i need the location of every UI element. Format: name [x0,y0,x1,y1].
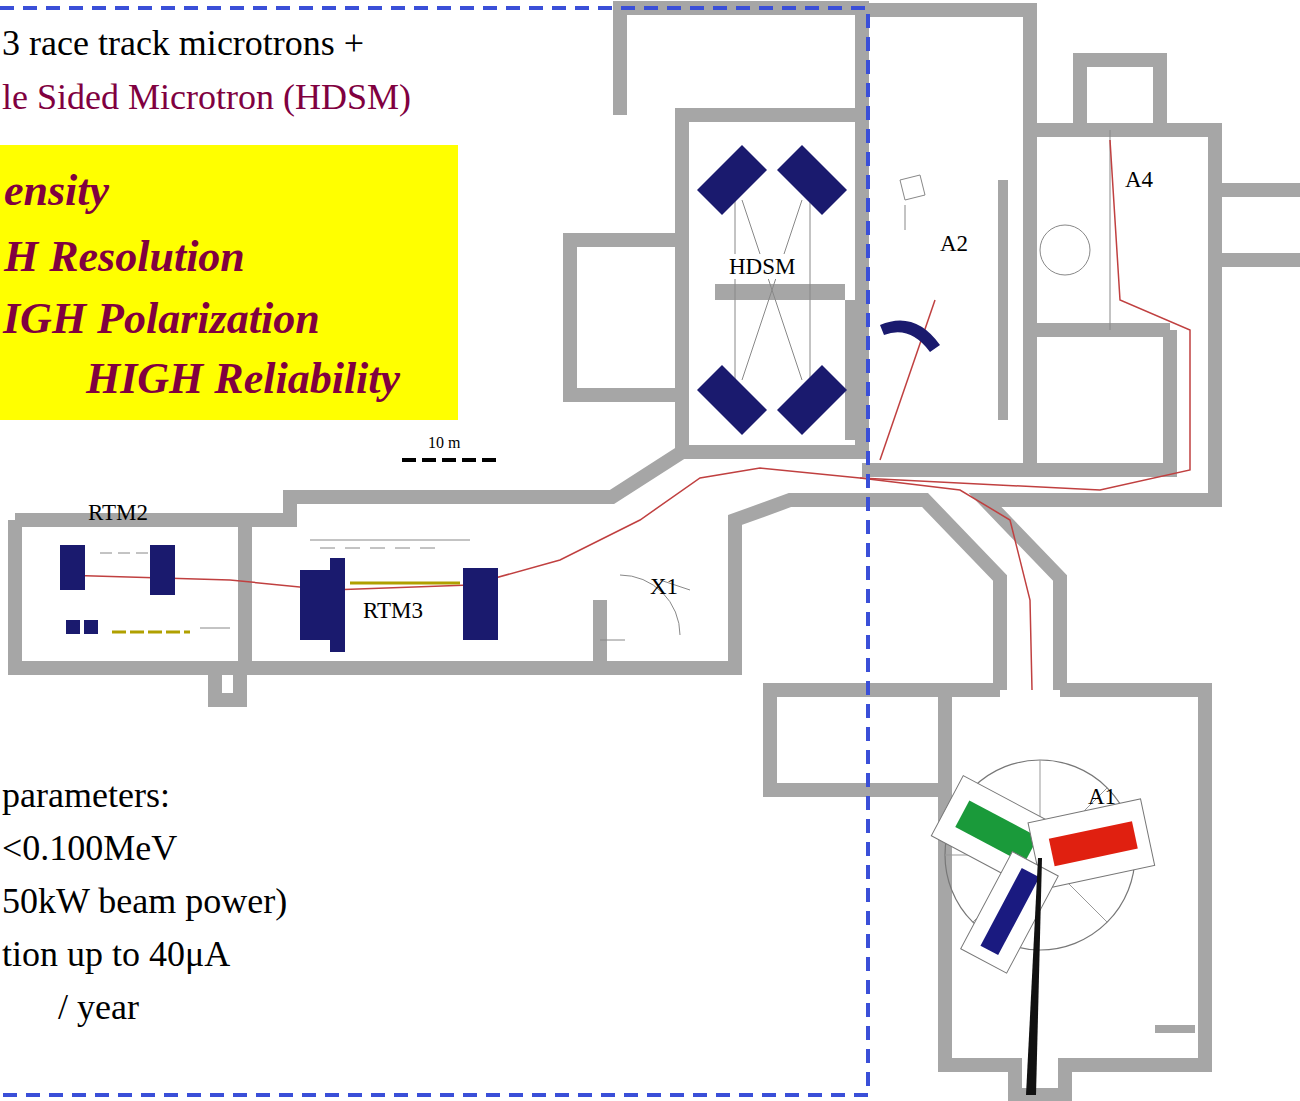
feature-line: HIGH Reliability [86,355,400,403]
wall [682,115,862,452]
equipment [600,575,690,640]
wall [1080,60,1160,130]
dipole-magnet [697,365,767,435]
heading-line: le Sided Microtron (HDSM) [2,78,411,118]
parameter-line: parameters: [2,776,170,816]
dipole-magnet [66,620,80,634]
scale-label: 10 m [428,434,460,452]
room-label: RTM2 [88,500,148,525]
wall [593,600,607,668]
room-label: HDSM [726,254,798,279]
beam-orbit [735,185,810,400]
wall [1030,130,1215,330]
wall [1030,323,1170,337]
linac [350,582,460,585]
spectrometer-c [980,868,1039,955]
dipole-magnet [84,620,98,634]
feature-line: IGH Polarization [3,295,320,343]
linac [112,631,190,634]
wall [945,690,1205,1095]
dipole-magnet [300,558,345,652]
spectrometer-b [1049,821,1138,866]
room-label: A2 [940,231,968,256]
shielding [961,852,1059,974]
room-label: A1 [1088,784,1116,809]
wall [238,520,252,668]
highlight-box: ensity H ResolutionIGH PolarizationHIGH R… [0,145,458,420]
dipole-magnet [777,145,847,215]
wall [862,10,1030,470]
dipole-magnet [697,145,767,215]
wall [1215,190,1300,260]
equipment [310,540,470,548]
accelerator-sections [112,583,460,632]
wall [998,180,1008,420]
feature-line: ensity [4,167,109,215]
spectrometer [961,852,1059,974]
wall [620,8,862,115]
parameter-line: <0.100MeV [2,829,177,869]
parameter-line: 50kW beam power) [2,882,287,922]
dashed-frame [0,8,868,1095]
dipole-magnet [463,568,498,640]
wall [15,500,1000,690]
wall [985,330,1215,690]
wall [215,668,240,700]
room-label: RTM3 [360,598,426,623]
shield-wall [845,300,857,440]
room-label: X1 [650,574,678,599]
beam-path [60,468,1032,690]
dipole-magnet [60,545,85,590]
dipole-magnet [150,545,175,595]
spectrometer-hall [931,760,1154,1095]
wall [570,240,682,395]
wall [770,690,945,790]
spectrometer-a [955,800,1038,863]
parameter-line: / year [58,988,139,1028]
beam-dump-line [1026,858,1042,1095]
room-label: A4 [1125,167,1153,192]
dipole-magnet [777,365,847,435]
tagger-magnet [880,321,940,353]
parameter-line: tion up to 40μA [2,935,230,975]
beam-path [860,140,1190,490]
wall [1030,330,1170,470]
scale-bar [402,458,500,462]
equipment [900,130,1110,330]
shield-wall [1155,1025,1195,1033]
heading-line: 3 race track microtrons + [2,24,364,64]
feature-line: H Resolution [4,233,245,281]
